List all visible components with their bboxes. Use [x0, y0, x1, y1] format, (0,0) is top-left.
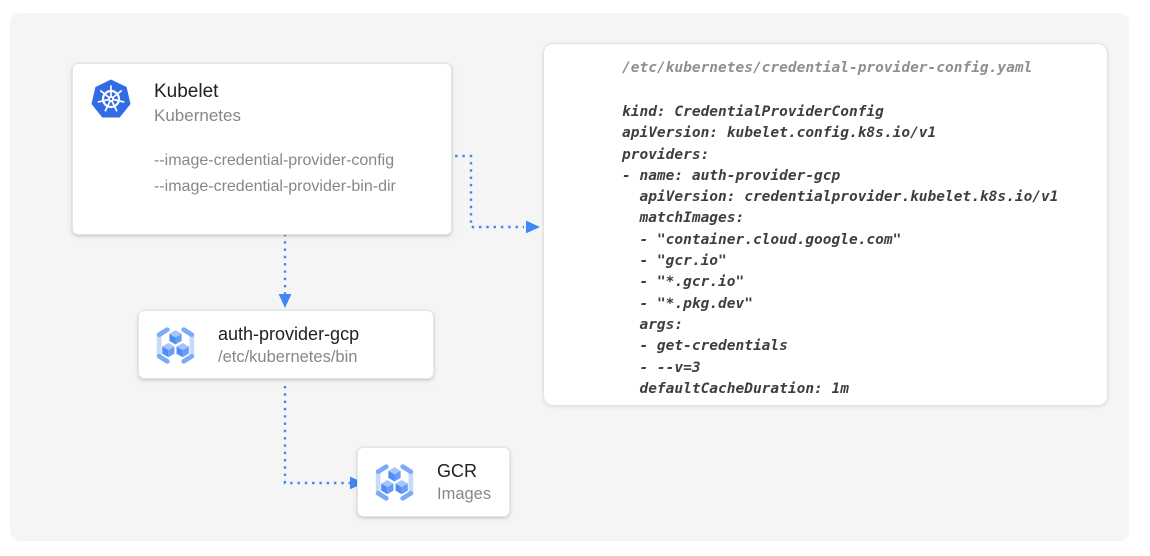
- node-kubelet: Kubelet Kubernetes --image-credential-pr…: [72, 63, 452, 235]
- yaml-line: matchImages:: [622, 210, 745, 227]
- flag-image-credential-provider-bin-dir: --image-credential-provider-bin-dir: [154, 178, 396, 195]
- gcr-icon: [375, 464, 414, 501]
- yaml-line: args:: [622, 316, 684, 333]
- kubelet-subtitle: Kubernetes: [154, 106, 241, 125]
- flag-image-credential-provider-config: --image-credential-provider-config: [154, 152, 395, 169]
- kubernetes-icon: [91, 79, 131, 118]
- yaml-line: - "container.cloud.google.com": [622, 231, 902, 248]
- iso-cubes: [381, 467, 408, 495]
- yaml-filename: /etc/kubernetes/credential-provider-conf…: [622, 60, 1033, 76]
- yaml-line: - "gcr.io": [622, 253, 727, 270]
- kubelet-title: Kubelet: [154, 81, 219, 102]
- gcr-subtitle: Images: [437, 485, 492, 503]
- yaml-code-block: kind: CredentialProviderConfig apiVersio…: [622, 102, 1059, 400]
- kubelet-flags: --image-credential-provider-config --ima…: [154, 148, 396, 200]
- node-gcr: GCR Images: [357, 447, 510, 517]
- yaml-line: providers:: [622, 146, 710, 163]
- yaml-line: - name: auth-provider-gcp: [622, 167, 841, 184]
- yaml-line: - "*.pkg.dev": [622, 295, 753, 312]
- yaml-line: - --v=3: [622, 359, 701, 376]
- gcr-title: GCR: [437, 461, 477, 481]
- yaml-line: - "*.gcr.io": [622, 274, 745, 291]
- yaml-line: apiVersion: credentialprovider.kubelet.k…: [622, 189, 1059, 206]
- auth-provider-path: /etc/kubernetes/bin: [218, 348, 358, 366]
- auth-provider-title: auth-provider-gcp: [218, 324, 360, 344]
- iso-cubes: [162, 330, 189, 358]
- gcr-icon: [156, 327, 195, 364]
- yaml-line: kind: CredentialProviderConfig: [622, 104, 884, 120]
- yaml-line: apiVersion: kubelet.config.k8s.io/v1: [622, 125, 937, 142]
- yaml-line: - get-credentials: [622, 338, 788, 355]
- yaml-config-panel: /etc/kubernetes/credential-provider-conf…: [543, 43, 1108, 406]
- yaml-line: defaultCacheDuration: 1m: [622, 380, 849, 397]
- node-auth-provider-gcp: auth-provider-gcp /etc/kubernetes/bin: [138, 310, 434, 379]
